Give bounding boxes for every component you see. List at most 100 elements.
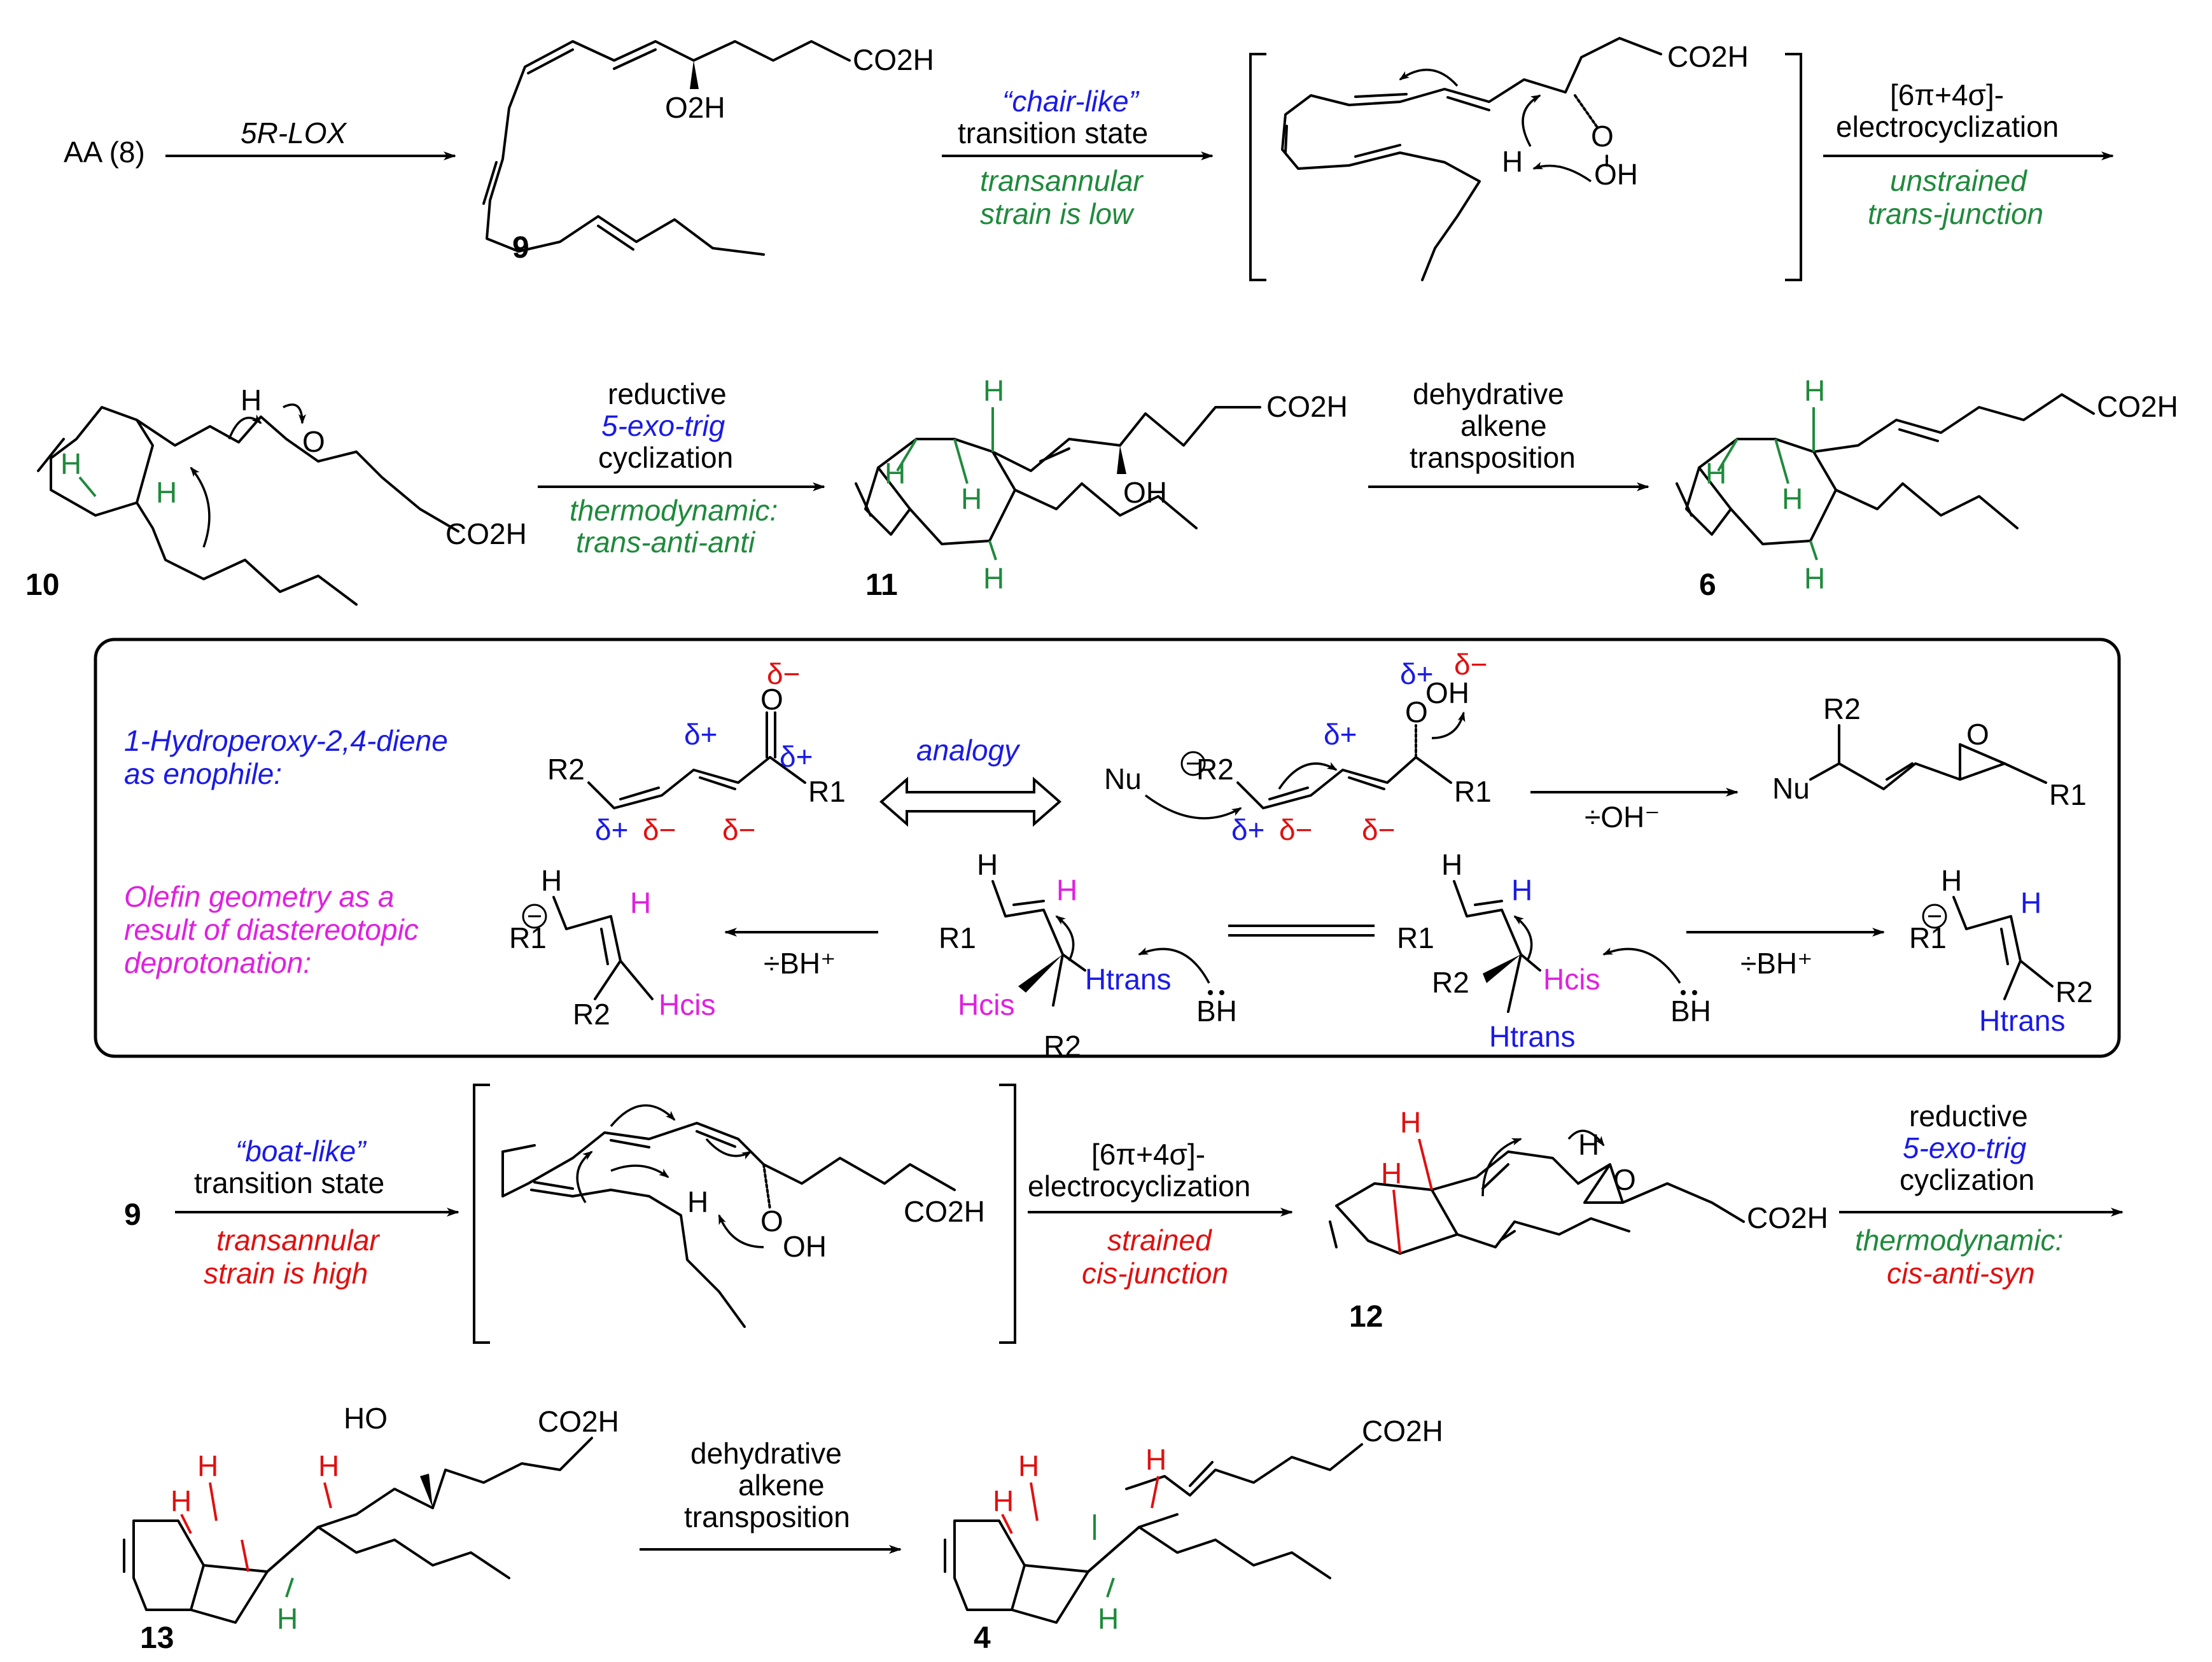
h11c: H [961, 482, 982, 515]
hp-dplus-d: δ+ [1231, 813, 1264, 846]
red3-2: 5-exo-trig [1903, 1131, 2027, 1164]
row-3: 9 “boat-like” transition state transannu… [124, 1084, 2124, 1344]
row-4: H H H H HO CO2H 13 dehydrative alkene tr… [123, 1402, 1443, 1655]
dn-dminus-o: δ− [767, 657, 800, 690]
minus-oh-label: ÷OH⁻ [1585, 800, 1660, 834]
ts-h-label: H [1502, 145, 1523, 178]
al-r1: R1 [939, 921, 976, 954]
ts3-o: O [760, 1205, 783, 1238]
h4a: H [1018, 1449, 1039, 1483]
h10b: H [156, 476, 177, 509]
co2h10: CO2H [445, 517, 527, 550]
o2h-label: O2H [665, 91, 725, 124]
analogy-label: analogy [916, 734, 1021, 767]
al-h: H [977, 848, 998, 881]
right-bracket-3 [999, 1084, 1016, 1344]
co2h-label: CO2H [853, 43, 934, 76]
oh11: OH [1123, 476, 1167, 509]
row3-start-label: 9 [124, 1198, 141, 1232]
ts-boat-structure: O OH H CO2H [501, 1104, 985, 1328]
ar-r1: R1 [1397, 921, 1434, 954]
h6d: H [1804, 562, 1825, 595]
compound-13-structure: H H H H HO CO2H 13 [123, 1402, 619, 1655]
ar-bh: BH [1670, 995, 1711, 1028]
h13d: H [277, 1602, 298, 1635]
cis-anti-syn-label: cis-anti-syn [1887, 1257, 2035, 1290]
cr-r2: R2 [2055, 975, 2093, 1009]
trans-junction-label: trans-junction [1868, 197, 2043, 230]
left-bracket [1249, 53, 1266, 281]
red-cyc-2: 5-exo-trig [601, 409, 725, 442]
trans-anti-anti-label: trans-anti-anti [576, 526, 756, 559]
compound-13-label: 13 [140, 1621, 174, 1655]
strained-label: strained [1107, 1224, 1212, 1257]
h13b: H [171, 1484, 192, 1518]
dienone-r2: R2 [547, 753, 585, 786]
compound-4-structure: H H H H CO2H 4 [944, 1414, 1443, 1655]
epoxide-product-structure: Nu R2 O R1 [1772, 692, 2087, 811]
al-hcis: Hcis [958, 988, 1014, 1021]
hp-dminus-a: δ− [1362, 813, 1395, 846]
co2h13: CO2H [538, 1405, 619, 1438]
allyl-left: H H R1 Hcis Htrans R2 BH [939, 848, 1237, 1063]
ec3-label-2: electrocyclization [1028, 1170, 1250, 1203]
compound-11-label: 11 [865, 568, 898, 602]
hp-oh: OH [1425, 676, 1469, 709]
ho13: HO [344, 1402, 388, 1435]
ep-r2: R2 [1823, 692, 1861, 725]
cl-h: H [541, 864, 562, 897]
ts3-oh: OH [783, 1230, 827, 1263]
boat-like-label: “boat-like” [235, 1135, 367, 1168]
al-bh: BH [1196, 995, 1237, 1028]
ec-label-1: [6π+4σ]- [1890, 78, 2004, 111]
dn-dplus-d: δ+ [595, 813, 628, 846]
transannular-label: transannular [980, 164, 1144, 197]
h4c: H [1145, 1443, 1166, 1476]
ts-chair-structure: O OH H CO2H [1281, 37, 1749, 281]
o12: O [1613, 1163, 1636, 1196]
olefin-1: Olefin geometry as a [124, 880, 394, 913]
hp-dplus-o: δ+ [1400, 657, 1433, 690]
o10: O [302, 425, 325, 458]
dienone-structure: R2 R1 O δ− δ+ δ+ δ+ δ− δ− [547, 657, 846, 846]
cr-htrans: Htrans [1979, 1004, 2065, 1037]
hp-dminus-oh: δ− [1454, 648, 1487, 681]
minus-bh-left: ÷BH⁺ [764, 947, 836, 980]
h6c: H [1782, 482, 1803, 515]
h11a: H [983, 374, 1004, 407]
compound-10-label: 10 [25, 568, 59, 602]
compound-12-structure: H H H O CO2H 12 [1329, 1106, 1828, 1334]
row-1: AA (8) 5R-LOX O2H CO2H 9 “chair-like” tr… [64, 37, 2114, 281]
analogy-arrow [879, 776, 1062, 827]
ts3-h: H [687, 1185, 708, 1219]
hydroperoxide-structure: Nu R2 R1 O OH δ+ δ− δ+ δ+ δ− δ− [1104, 648, 1492, 846]
ar-r2: R2 [1432, 966, 1469, 999]
red-cyc-3: cyclization [598, 441, 733, 474]
ep-r1: R1 [2049, 778, 2087, 811]
dn-dminus-c: δ− [643, 813, 676, 846]
al-htrans: Htrans [1085, 963, 1171, 996]
dehyd4-3: transposition [684, 1500, 850, 1533]
strain-high-label: strain is high [204, 1257, 368, 1290]
red-cyc-1: reductive [608, 377, 727, 410]
cr-h-blue: H [2020, 886, 2041, 919]
ar-h: H [1441, 848, 1462, 881]
box-title-2: as enophile: [124, 757, 282, 790]
compound-11-structure: H H H H OH CO2H 11 [855, 374, 1348, 602]
dehyd1-1: dehydrative [1413, 377, 1564, 410]
transition-state-label: transition state [958, 116, 1148, 150]
co2h6: CO2H [2097, 390, 2178, 423]
ar-hcis: Hcis [1543, 963, 1600, 996]
h13c: H [318, 1449, 339, 1483]
dienone-o: O [760, 683, 783, 716]
dehyd4-2: alkene [738, 1469, 825, 1502]
h6b: H [1705, 457, 1726, 490]
box-title-1: 1-Hydroperoxy-2,4-diene [124, 724, 448, 757]
carbanion-left: H H R1 R2 Hcis [509, 864, 715, 1031]
dn-dplus-b: δ+ [684, 718, 717, 751]
red3-1: reductive [1909, 1100, 2028, 1133]
dienone-r1: R1 [808, 775, 846, 808]
h4b: H [993, 1484, 1014, 1518]
unstrained-label: unstrained [1890, 164, 2027, 197]
compound-4-label: 4 [974, 1621, 991, 1655]
